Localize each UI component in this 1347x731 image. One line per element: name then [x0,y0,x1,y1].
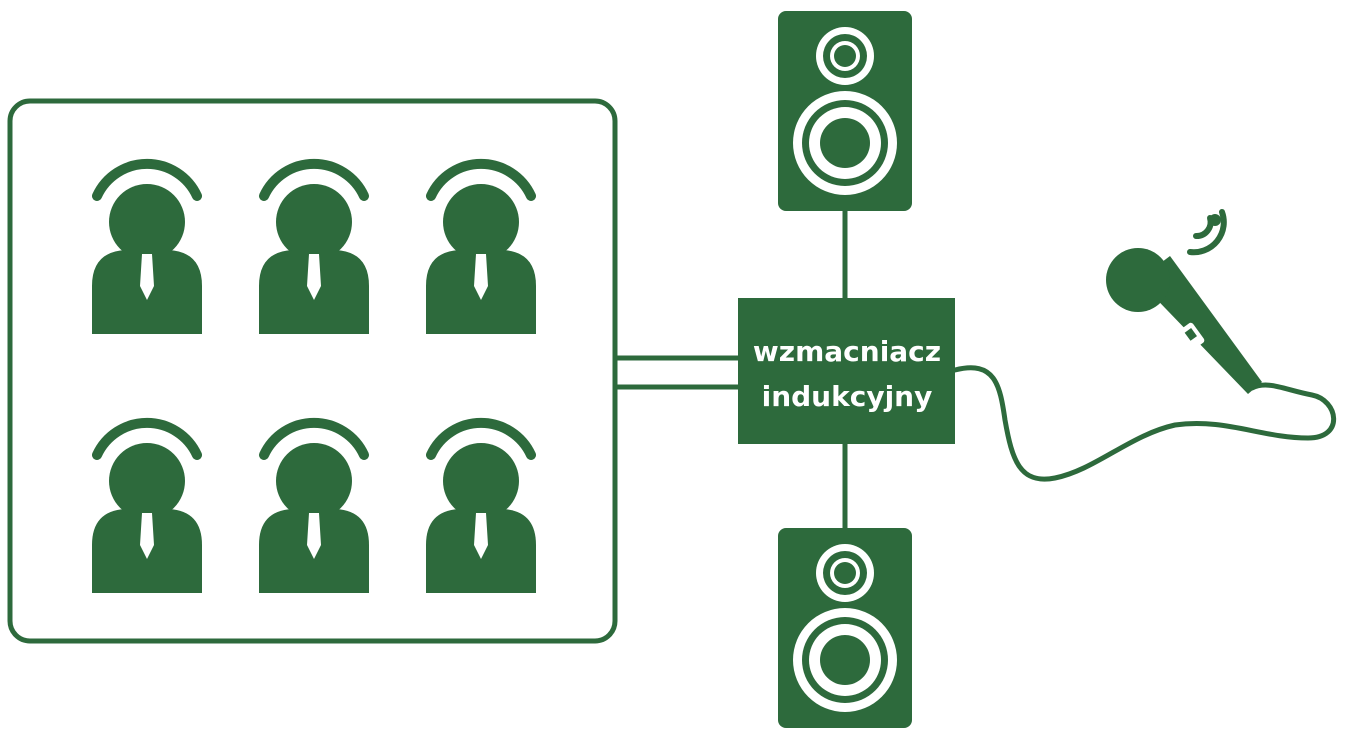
amplifier-label-line2: indukcyjny [762,380,933,413]
induction-loop-wire [615,355,740,390]
induction-amplifier-box [738,298,955,444]
person-with-headphones-icon [92,164,202,334]
person-with-headphones-icon [426,423,536,593]
speaker-icon [778,528,912,728]
person-with-headphones-icon [92,423,202,593]
person-with-headphones-icon [259,164,369,334]
wireless-microphone-icon [1106,209,1262,394]
person-with-headphones-icon [259,423,369,593]
listener-room-frame [7,98,618,644]
speaker-icon [778,11,912,211]
person-with-headphones-icon [426,164,536,334]
amplifier-label-line1: wzmacniacz [753,335,941,368]
microphone-cable [952,365,1337,482]
